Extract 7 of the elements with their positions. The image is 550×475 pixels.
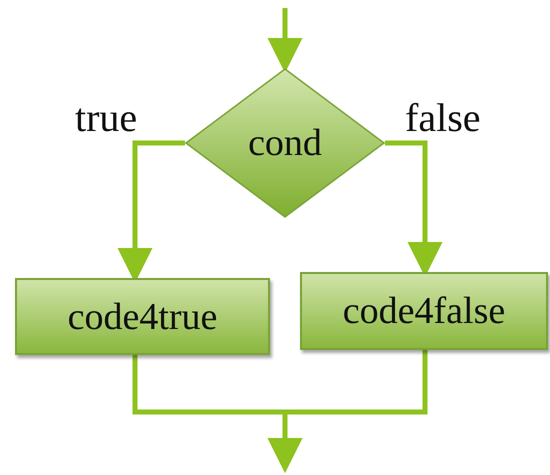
process-box — [15, 278, 270, 355]
process-box — [300, 272, 548, 350]
decision-diamond — [185, 68, 385, 218]
node-text: code4false — [342, 289, 506, 333]
node-text: code4true — [68, 294, 218, 338]
arrow — [268, 350, 428, 473]
node-text: cond — [248, 121, 322, 165]
